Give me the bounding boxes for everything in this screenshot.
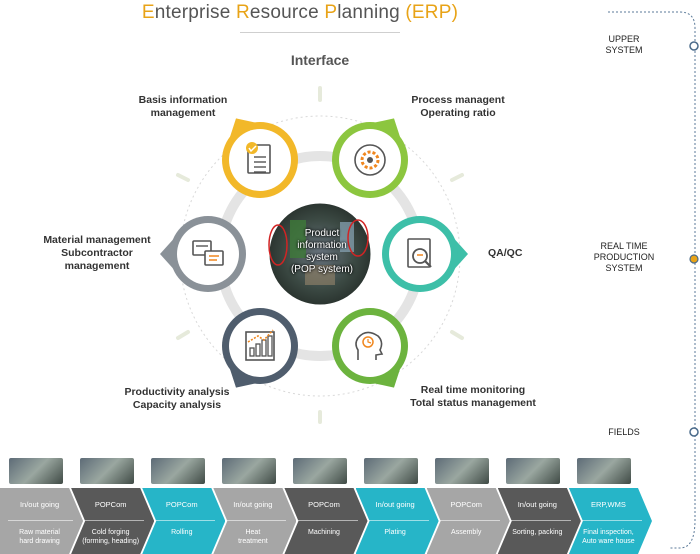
bar-chart-icon — [245, 329, 275, 361]
document-check-icon — [246, 142, 271, 174]
module-productivity[interactable] — [222, 308, 298, 388]
title-initial: R — [235, 2, 250, 23]
title-word: esource — [249, 2, 325, 23]
step-divider — [79, 520, 145, 521]
step-system: POPCom — [165, 500, 198, 509]
interface-label: Interface — [290, 52, 350, 68]
step-divider — [8, 520, 74, 521]
step-process: Heat treatment — [238, 529, 268, 545]
title-word: lanning — [337, 2, 406, 23]
step-process: Plating — [384, 529, 406, 536]
step-process: Final inspection, Auto ware house — [582, 529, 635, 545]
step-divider — [576, 520, 642, 521]
chat-bubbles-icon — [192, 240, 224, 266]
step-process: Machining — [308, 529, 340, 536]
search-document-icon — [407, 238, 432, 268]
step-photo — [435, 458, 490, 484]
step-photo — [79, 458, 134, 484]
step-photo — [292, 458, 347, 484]
page-title: Enterprise Resource Planning (ERP) — [0, 2, 600, 24]
step-arrow — [426, 488, 510, 554]
label-qaqc: QA/QC — [488, 247, 523, 259]
step-system: ERP,WMS — [590, 500, 626, 509]
step-photo — [577, 458, 632, 484]
step-process: Rolling — [171, 529, 193, 536]
step-arrow — [0, 488, 84, 554]
real-time-dot — [689, 254, 699, 264]
title-divider — [240, 32, 400, 33]
module-realtime[interactable] — [332, 308, 408, 388]
step-system: In/out going — [19, 500, 60, 509]
module-qaqc[interactable] — [382, 216, 468, 292]
step-divider — [434, 520, 500, 521]
title-initial: P — [324, 2, 338, 23]
step-process: Raw material hard drawing — [19, 529, 60, 545]
step-photo — [364, 458, 419, 484]
step-system: POPCom — [308, 500, 340, 509]
head-clock-icon — [355, 331, 384, 360]
step-photo — [221, 458, 276, 484]
step-divider — [363, 520, 429, 521]
step-divider — [505, 520, 571, 521]
title-word: nterprise — [154, 2, 236, 23]
step-system: In/out going — [517, 500, 557, 509]
step-arrow — [142, 488, 226, 554]
step-arrow — [355, 488, 439, 554]
step-process: Sorting, packing — [512, 529, 563, 536]
step-process: Cold forging (forming, heading) — [82, 529, 140, 545]
process-step: ERP,WMS Final inspection, Auto ware house — [568, 455, 652, 554]
step-process: Assembly — [451, 529, 482, 536]
step-system: POPCom — [94, 500, 127, 509]
module-process[interactable] — [332, 118, 408, 198]
step-system: In/out going — [375, 500, 415, 509]
gear-icon — [354, 144, 386, 176]
title-initial: E — [141, 2, 155, 23]
upper-system-dot — [689, 41, 699, 51]
step-photo — [150, 458, 205, 484]
level-fields: FIELDS — [608, 427, 640, 437]
fields-dot — [689, 427, 699, 437]
level-real-time: REAL TIME PRODUCTION SYSTEM — [593, 241, 655, 273]
step-divider — [221, 520, 287, 521]
step-divider — [150, 520, 216, 521]
module-material[interactable] — [160, 216, 246, 292]
module-basis[interactable] — [222, 118, 298, 198]
step-system: In/out going — [233, 500, 273, 509]
step-photo — [506, 458, 561, 484]
pop-system-photo — [266, 200, 374, 308]
step-divider — [292, 520, 358, 521]
title-acronym: (ERP) — [405, 2, 459, 23]
step-system: POPCom — [450, 500, 483, 509]
step-arrow — [497, 488, 581, 554]
step-arrow — [284, 488, 368, 554]
step-photo — [8, 458, 63, 484]
level-upper-system: UPPER SYSTEM — [605, 34, 643, 55]
